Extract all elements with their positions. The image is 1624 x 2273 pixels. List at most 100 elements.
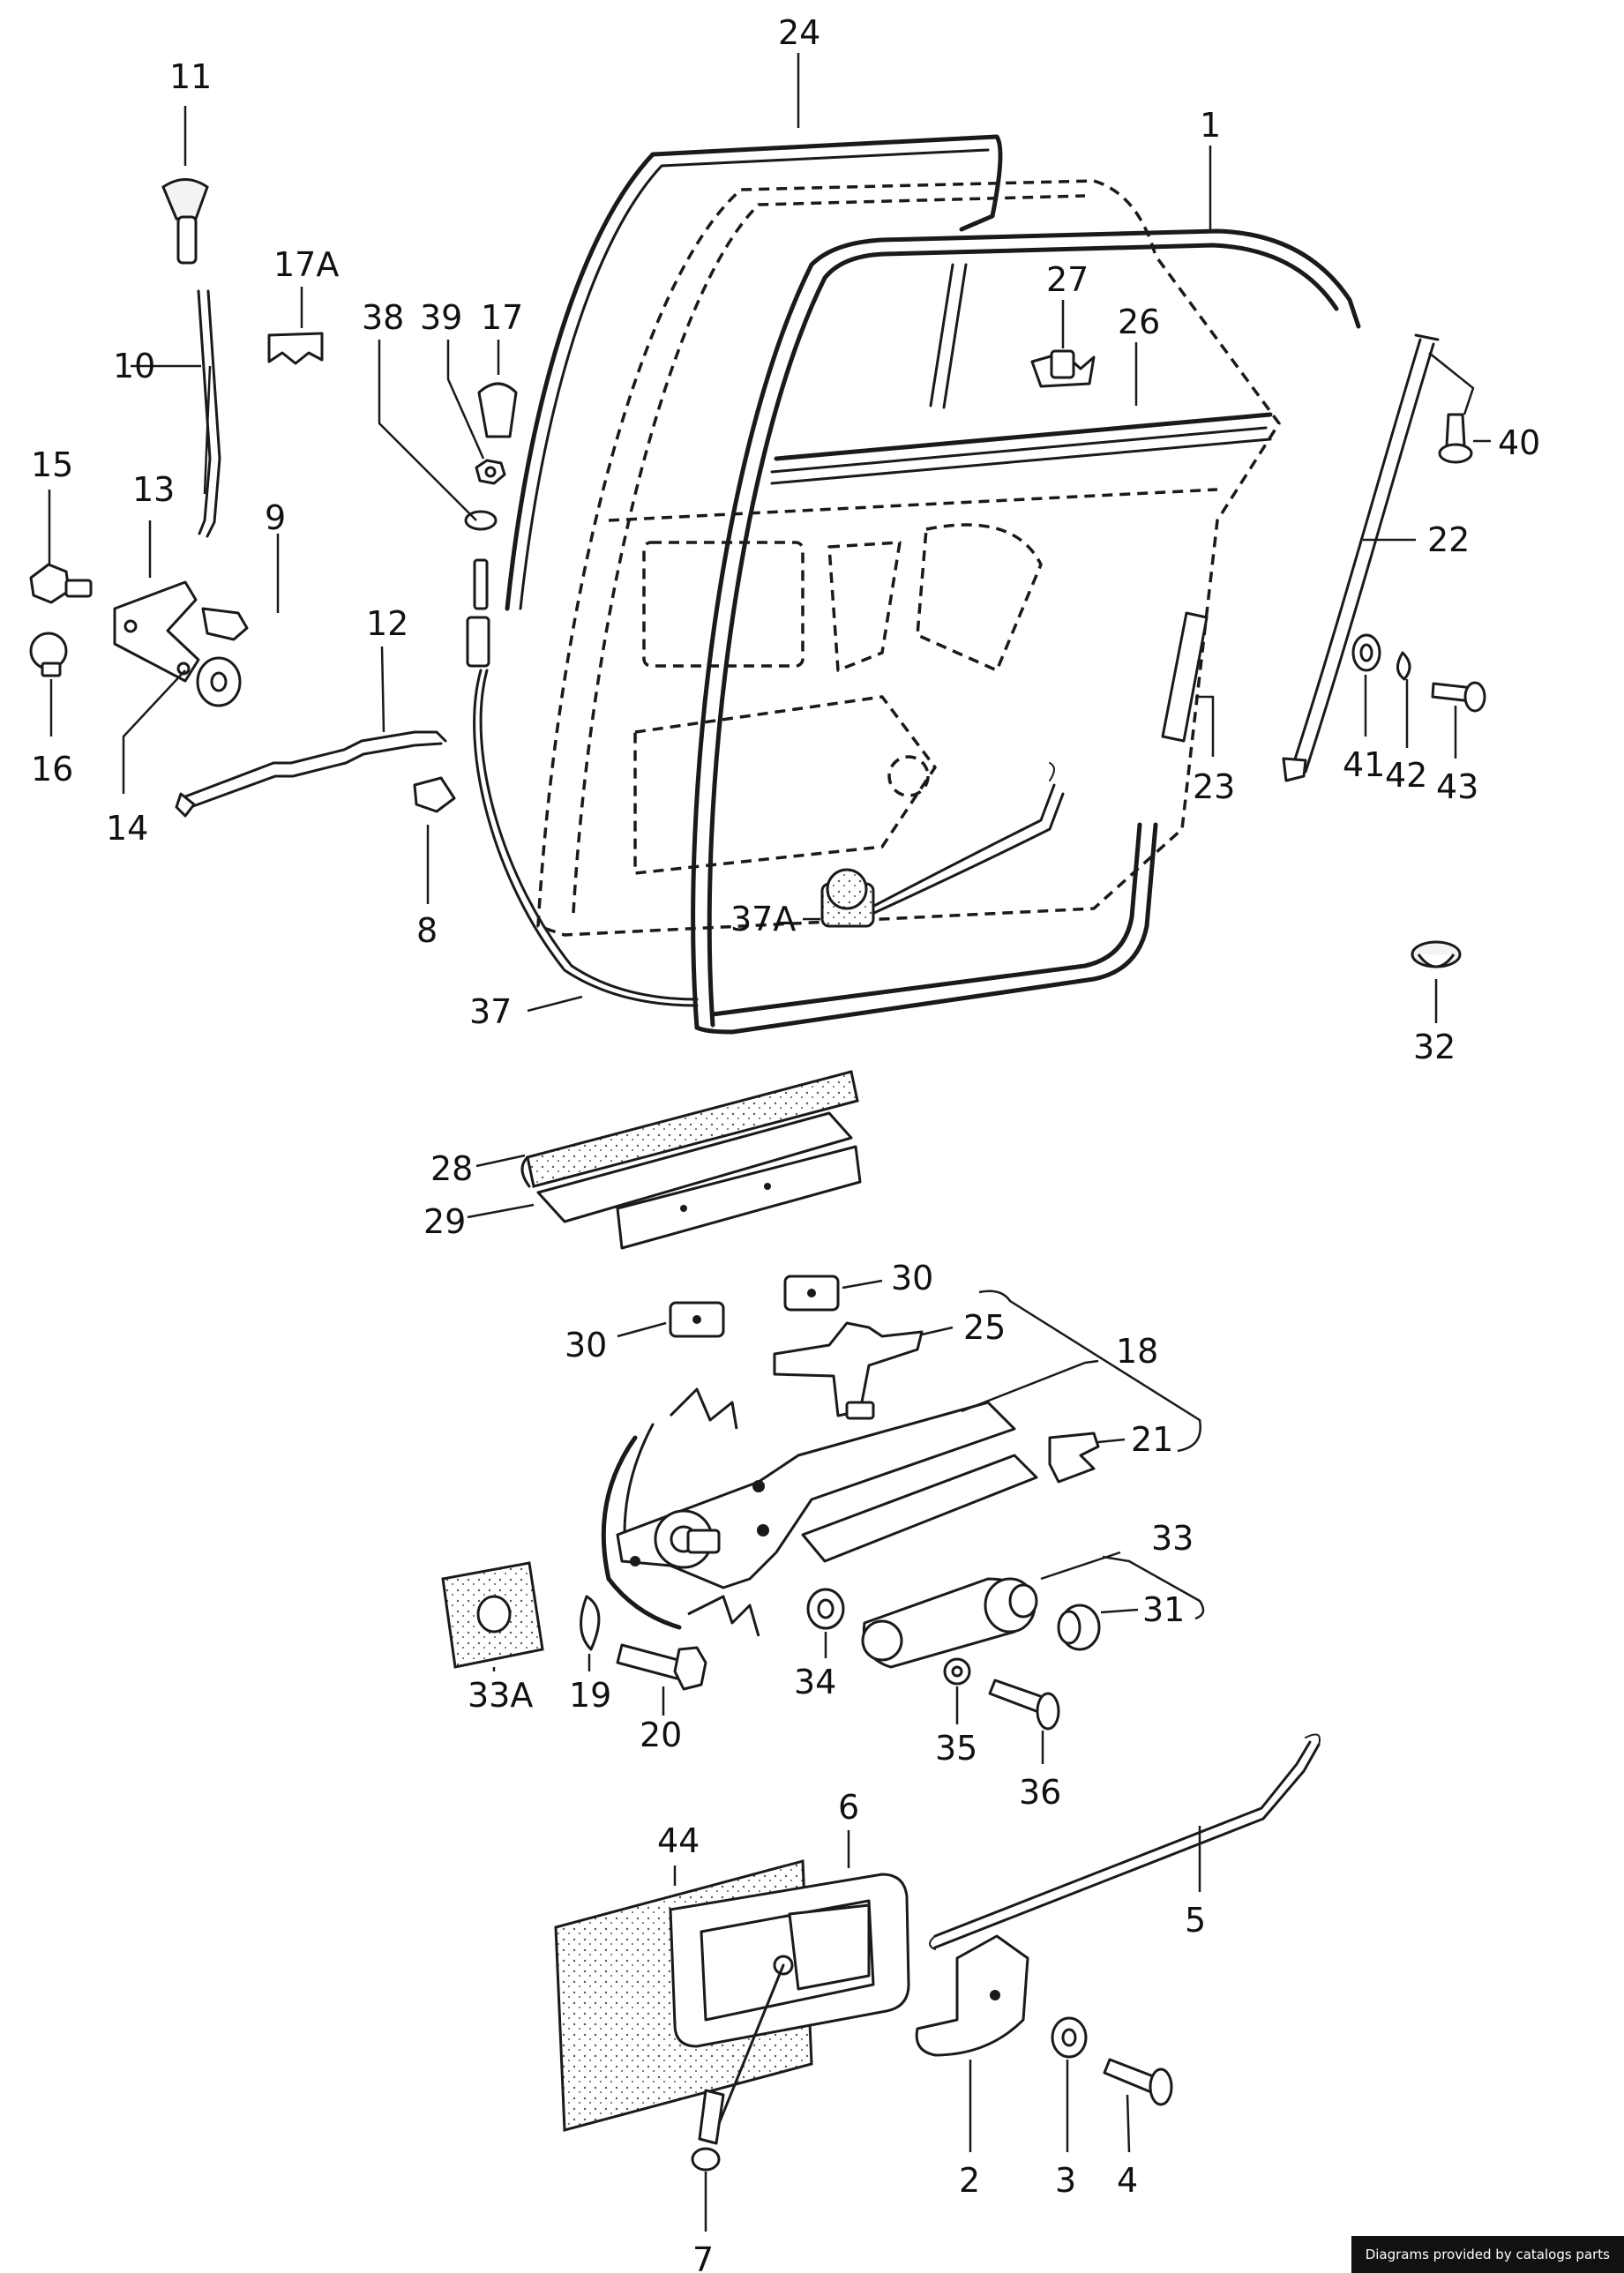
window-channel [929, 263, 968, 409]
clip-8 [413, 776, 456, 813]
plate-13 [113, 580, 200, 683]
guide-rail-22 [1282, 333, 1440, 782]
cap-31 [1057, 1604, 1101, 1651]
pad-33a [441, 1561, 544, 1669]
rod-5 [929, 1733, 1321, 1950]
label-17a: 17A [273, 245, 339, 284]
label-6: 6 [838, 1788, 859, 1827]
bolt-20 [616, 1643, 707, 1691]
label-18: 18 [1116, 1332, 1158, 1371]
screw-40 [1438, 413, 1473, 464]
leader-lines [48, 53, 1491, 2232]
label-43: 43 [1436, 767, 1478, 806]
screw-43 [1431, 681, 1486, 713]
label-13: 13 [132, 470, 175, 509]
label-29: 29 [423, 1202, 466, 1241]
label-35: 35 [935, 1729, 977, 1768]
label-25: 25 [963, 1308, 1006, 1347]
label-44: 44 [657, 1821, 700, 1860]
cable-37 [473, 669, 1065, 1007]
door-seal-outer [505, 134, 1003, 611]
knob-11 [161, 178, 209, 265]
washer-34 [806, 1588, 845, 1630]
handle-2 [915, 1934, 1029, 2057]
trim-6 [669, 1873, 910, 2048]
label-15: 15 [31, 445, 73, 484]
label-30-right: 30 [891, 1259, 933, 1297]
regulator-18 [601, 1387, 1038, 1637]
label-8: 8 [416, 911, 438, 950]
rod-10 [197, 289, 221, 538]
label-10: 10 [113, 347, 155, 385]
clip-16 [29, 632, 68, 677]
label-16: 16 [31, 750, 73, 789]
label-28: 28 [430, 1149, 473, 1188]
label-36: 36 [1019, 1773, 1061, 1812]
label-31: 31 [1142, 1590, 1185, 1629]
clip-42 [1396, 651, 1411, 681]
washer-3 [1051, 2016, 1088, 2059]
label-33: 33 [1151, 1519, 1194, 1558]
label-12: 12 [366, 604, 408, 643]
label-30-left: 30 [565, 1326, 607, 1365]
label-41: 41 [1343, 745, 1385, 784]
door-shell-dashed [536, 179, 1281, 937]
label-33a: 33A [468, 1676, 533, 1715]
label-4: 4 [1117, 2161, 1138, 2200]
label-11: 11 [169, 57, 212, 96]
label-37a: 37A [730, 900, 796, 938]
grommet-14 [196, 656, 242, 707]
pad-30-right [783, 1275, 840, 1312]
handle-33 [861, 1577, 1038, 1669]
cable-end [466, 558, 490, 668]
screw-36 [988, 1679, 1060, 1731]
washer-35 [943, 1657, 971, 1686]
label-40: 40 [1498, 423, 1540, 462]
plug-32 [1411, 940, 1462, 968]
knob-17 [477, 382, 518, 438]
label-2: 2 [959, 2161, 980, 2200]
clip-17a [267, 332, 324, 365]
label-3: 3 [1055, 2161, 1076, 2200]
clip-9 [201, 607, 249, 641]
clip-27 [1030, 349, 1096, 388]
label-37: 37 [469, 992, 512, 1031]
label-1: 1 [1200, 106, 1221, 145]
label-14: 14 [106, 809, 148, 848]
label-9: 9 [265, 498, 286, 537]
label-42: 42 [1385, 756, 1427, 795]
label-23: 23 [1193, 767, 1235, 806]
screw-7 [691, 1963, 785, 2172]
door-seal-main [691, 228, 1361, 1035]
label-17: 17 [481, 298, 523, 337]
washer-19 [580, 1595, 601, 1651]
pad-30-left [669, 1301, 725, 1338]
label-27: 27 [1046, 260, 1089, 299]
bolt-15 [29, 563, 93, 604]
label-32: 32 [1413, 1028, 1456, 1066]
rod-12 [175, 730, 447, 818]
label-24: 24 [778, 13, 820, 52]
label-34: 34 [794, 1663, 836, 1701]
label-38: 38 [362, 298, 404, 337]
clip-37a [820, 868, 875, 928]
nut-39 [475, 459, 506, 485]
label-22: 22 [1427, 520, 1470, 559]
label-5: 5 [1185, 1901, 1206, 1940]
label-26: 26 [1118, 303, 1160, 341]
label-19: 19 [569, 1676, 611, 1715]
strip-23 [1161, 611, 1209, 743]
credit-badge: Diagrams provided by catalogs parts [1351, 2236, 1624, 2273]
screw-4 [1103, 2058, 1173, 2106]
rail-29 [536, 1111, 862, 1250]
clip-21 [1048, 1432, 1100, 1484]
label-21: 21 [1131, 1420, 1173, 1459]
washer-41 [1351, 633, 1381, 672]
rail-28 [520, 1070, 859, 1188]
window-strip-26 [770, 412, 1273, 485]
label-39: 39 [420, 298, 462, 337]
part-labels: 11 17A 10 38 39 17 15 13 9 12 16 14 8 37… [31, 13, 1540, 2273]
label-20: 20 [640, 1716, 682, 1754]
bracket-25 [773, 1321, 924, 1420]
